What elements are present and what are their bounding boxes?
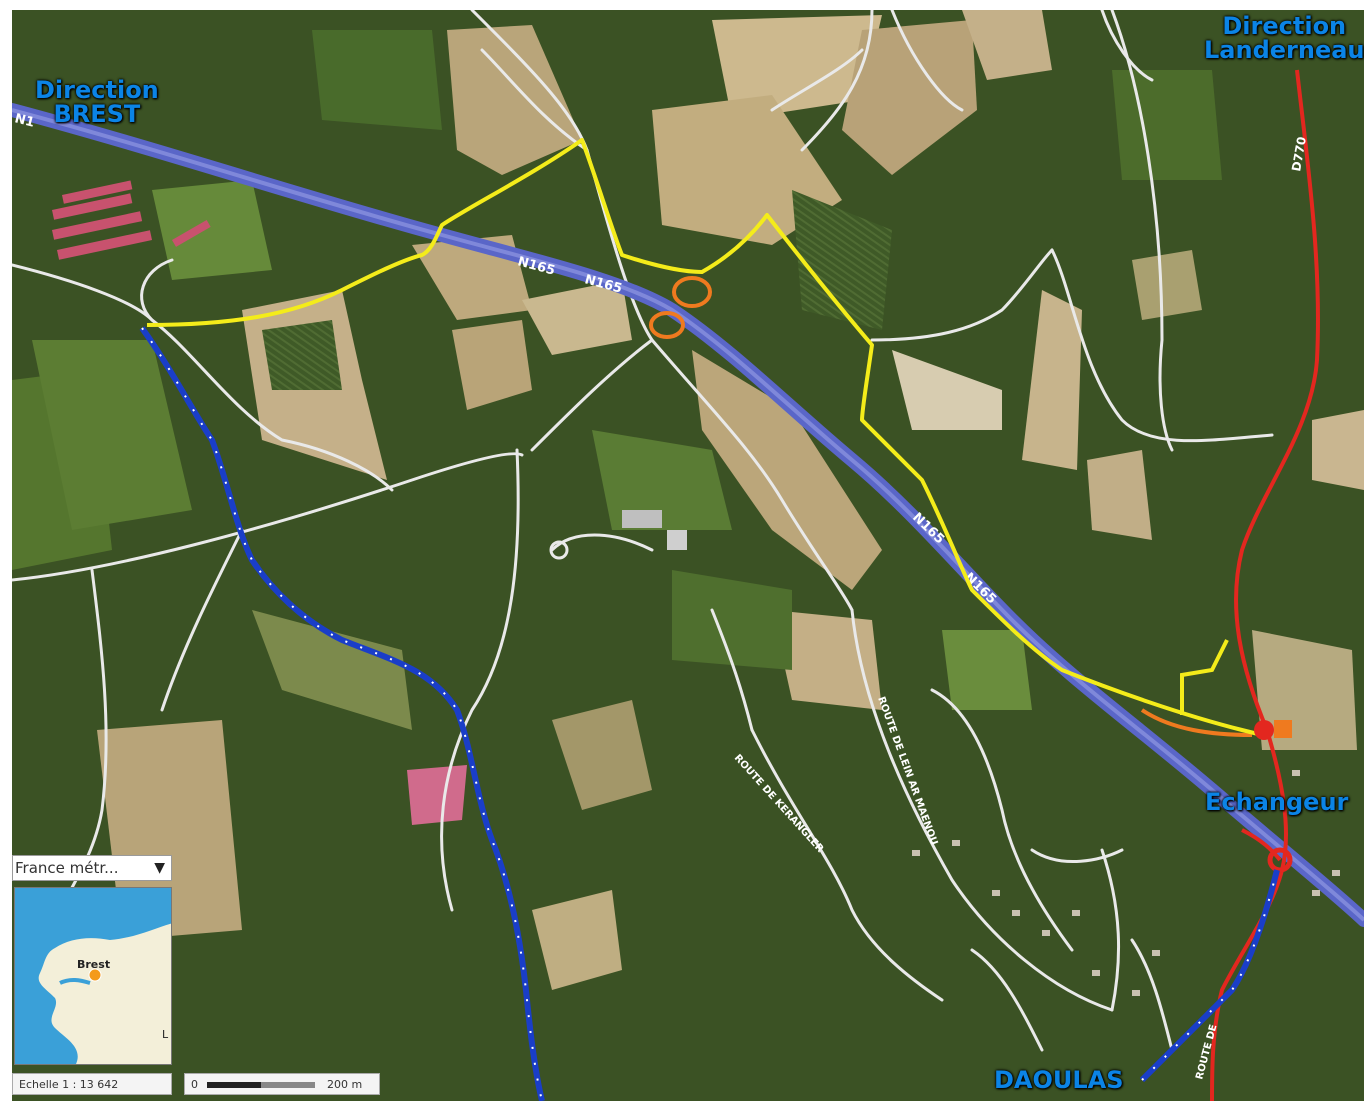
- overview-edge-label: L: [162, 1028, 169, 1041]
- scale-distance: 200 m: [327, 1078, 363, 1091]
- scale-ratio: Echelle 1 : 13 642: [12, 1073, 172, 1095]
- region-select-value: France métr...: [15, 859, 119, 877]
- interchange-ramps: [649, 276, 1253, 737]
- blue-dotted-route: [139, 326, 545, 1101]
- fields: [12, 10, 1364, 990]
- label-direction-brest: Direction BREST: [35, 78, 159, 126]
- scale-bar: 0 200 m: [184, 1073, 380, 1095]
- overview-city-label: Brest: [77, 958, 111, 971]
- scale-zero: 0: [191, 1078, 198, 1091]
- label-daoulas: DAOULAS: [994, 1066, 1124, 1094]
- scale-bar-graphic: [207, 1082, 315, 1088]
- label-direction-landerneau-line1: Direction: [1222, 12, 1347, 40]
- roundabout-north: [1254, 720, 1274, 740]
- scale-ratio-text: Echelle 1 : 13 642: [19, 1077, 119, 1091]
- blue-dotted-route-east: [1139, 869, 1280, 1083]
- map-frame[interactable]: N1 N165 N165 N165 N165 D770 ROUTE DE KER…: [12, 10, 1364, 1101]
- overview-map-shape: [15, 888, 171, 1064]
- label-direction-brest-line1: Direction: [35, 76, 159, 104]
- label-echangeur: Echangeur: [1205, 788, 1349, 816]
- label-direction-landerneau-line2: Landerneau: [1204, 36, 1364, 64]
- village-houses: [912, 770, 1340, 996]
- roundabout-south: [1267, 847, 1293, 873]
- location-marker-icon: [88, 968, 102, 982]
- interchange-zone: [1274, 720, 1292, 738]
- road-label-d770: D770: [1289, 136, 1309, 173]
- road-label-n165-a: N1: [13, 111, 36, 130]
- yellow-route: [146, 138, 1263, 737]
- satellite-map[interactable]: N1 N165 N165 N165 N165 D770 ROUTE DE KER…: [12, 10, 1364, 1101]
- overview-map[interactable]: Brest L: [14, 887, 172, 1065]
- chevron-down-icon: ▼: [154, 860, 165, 876]
- label-direction-brest-line2: BREST: [53, 100, 141, 128]
- minor-roads: [12, 10, 1274, 1052]
- label-direction-landerneau: Direction Landerneau: [1204, 14, 1364, 62]
- yellow-route-branch: [1180, 639, 1229, 715]
- region-select[interactable]: France métr... ▼: [12, 855, 172, 881]
- red-road-d770: [1210, 69, 1320, 1101]
- farm-buildings: [51, 180, 687, 550]
